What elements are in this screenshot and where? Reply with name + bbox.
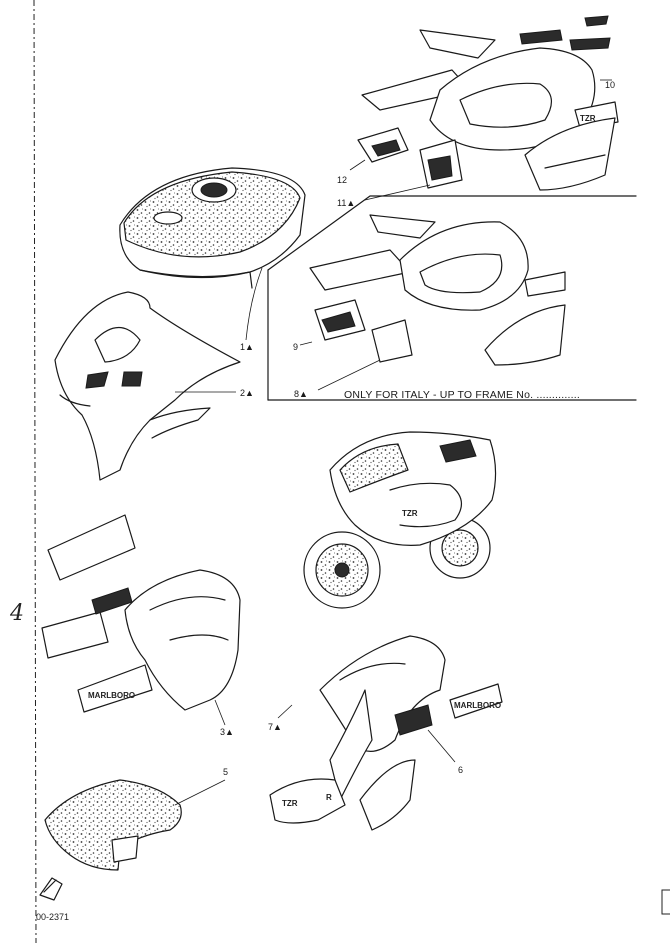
callout-6: 6 <box>458 765 463 775</box>
italy-variant-box <box>267 195 637 401</box>
decal-tzr-bike: TZR <box>402 509 418 518</box>
decal-tzr-large: TZR <box>282 799 298 808</box>
italy-note: ONLY FOR ITALY - UP TO FRAME No. .......… <box>344 389 580 401</box>
callout-11: 11▲ <box>337 198 355 208</box>
decal-marlboro-cowl: MARLBORO <box>88 691 135 700</box>
callout-5: 5 <box>223 767 228 777</box>
callout-2: 2▲ <box>240 388 254 398</box>
callout-7: 7▲ <box>268 722 282 732</box>
callout-8: 8▲ <box>294 389 308 399</box>
margin-mark: 4 <box>9 601 24 626</box>
decal-marlboro-small: MARLBORO <box>454 701 501 710</box>
part-6-7-seat-cowl: MARLBORO TZR R <box>269 635 503 831</box>
maker-stamp <box>39 877 63 901</box>
callout-12: 12 <box>337 175 347 185</box>
drawing-code: 00-2371 <box>36 912 69 922</box>
callout-9: 9 <box>293 342 298 352</box>
binding-edge <box>33 0 37 943</box>
page-tab <box>661 889 670 915</box>
part-1-tank-cover <box>119 167 306 341</box>
part-3-lower-cowl: MARLBORO <box>41 514 241 726</box>
part-5-front-fender <box>44 779 226 871</box>
callout-3: 3▲ <box>220 727 234 737</box>
callout-1: 1▲ <box>240 342 254 352</box>
callout-10: 10 <box>605 80 615 90</box>
part-10-11-12-fairing-set: TZR <box>349 15 619 201</box>
decal-tzr-small: TZR <box>580 114 596 123</box>
part-2-upper-cowl <box>54 291 241 481</box>
motorcycle-illustration: TZR <box>303 431 497 609</box>
decal-tzr-r: R <box>326 793 332 802</box>
